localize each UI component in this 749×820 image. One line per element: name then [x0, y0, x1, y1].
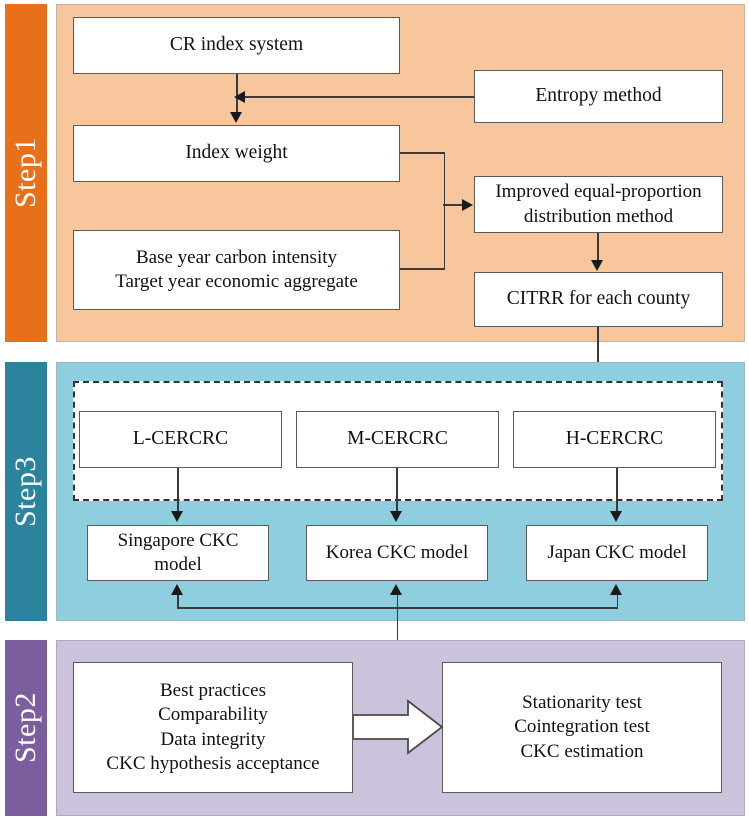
node-l-cercrc[interactable]: L-CERCRC [79, 411, 282, 468]
node-improved-equal-proportion[interactable]: Improved equal-proportion distribution m… [474, 176, 723, 233]
node-criteria-list-label: Best practices Comparability Data integr… [106, 679, 320, 774]
node-cr-index-system[interactable]: CR index system [73, 17, 400, 74]
node-h-cercrc-label: H-CERCRC [565, 428, 664, 450]
step3-label: Step3 [9, 456, 42, 527]
node-citrr-each-county[interactable]: CITRR for each county [474, 272, 723, 327]
node-entropy-method[interactable]: Entropy method [474, 70, 723, 123]
connector-l-to-singapore [177, 468, 179, 513]
node-korea-ckc-model-label: Korea CKC model [325, 541, 469, 563]
arrowhead-feedback-to-japan [610, 584, 622, 595]
node-h-cercrc[interactable]: H-CERCRC [513, 411, 716, 468]
step2-label: Step2 [9, 692, 42, 764]
node-korea-ckc-model[interactable]: Korea CKC model [306, 525, 488, 581]
arrowhead-merge-to-improved [462, 199, 473, 211]
step1-label-bar: Step1 [5, 4, 47, 342]
block-arrow-right-icon [353, 699, 443, 755]
step1-label: Step1 [9, 137, 42, 209]
arrowhead-l-to-singapore [171, 511, 183, 522]
node-entropy-method-label: Entropy method [535, 85, 662, 107]
node-l-cercrc-label: L-CERCRC [132, 428, 229, 450]
node-singapore-ckc-model[interactable]: Singapore CKC model [87, 525, 269, 581]
connector-merge-to-improved [443, 204, 463, 206]
node-singapore-ckc-model-label: Singapore CKC model [117, 529, 239, 575]
step2-label-bar: Step2 [5, 640, 47, 816]
node-cr-index-system-label: CR index system [169, 34, 304, 56]
arrowhead-cr-to-index-weight [230, 112, 242, 123]
node-tests-list-label: Stationarity test Cointegration test CKC… [514, 692, 650, 762]
node-base-year-inputs-label: Base year carbon intensity Target year e… [115, 246, 358, 292]
connector-h-to-japan [616, 468, 618, 513]
connector-base-year-out [400, 268, 445, 270]
connector-citrr-to-step3 [597, 327, 599, 373]
node-criteria-list[interactable]: Best practices Comparability Data integr… [73, 662, 353, 793]
node-japan-ckc-model[interactable]: Japan CKC model [526, 525, 708, 581]
step3-label-bar: Step3 [5, 362, 47, 621]
connector-feedback-right-riser [616, 595, 619, 608]
node-m-cercrc-label: M-CERCRC [347, 428, 448, 450]
connector-feedback-center-riser [396, 595, 399, 657]
arrowhead-m-to-korea [390, 511, 402, 522]
node-index-weight-label: Index weight [185, 142, 288, 164]
connector-index-weight-drop [443, 152, 446, 204]
arrowhead-improved-to-citrr [591, 260, 603, 271]
arrowhead-feedback-to-korea [390, 584, 402, 595]
connector-entropy-to-index-weight [245, 96, 474, 98]
node-citrr-each-county-label: CITRR for each county [506, 288, 691, 310]
node-index-weight[interactable]: Index weight [73, 125, 400, 182]
node-base-year-inputs[interactable]: Base year carbon intensity Target year e… [73, 230, 400, 310]
connector-improved-to-citrr [597, 233, 599, 262]
arrowhead-entropy-to-index-weight [234, 91, 245, 103]
connector-index-weight-out [400, 152, 445, 154]
node-improved-equal-proportion-label: Improved equal-proportion distribution m… [495, 181, 702, 227]
node-japan-ckc-model-label: Japan CKC model [547, 541, 687, 563]
node-tests-list[interactable]: Stationarity test Cointegration test CKC… [442, 662, 722, 793]
arrowhead-h-to-japan [610, 511, 622, 522]
node-m-cercrc[interactable]: M-CERCRC [296, 411, 499, 468]
arrowhead-feedback-to-singapore [171, 584, 183, 595]
connector-base-year-rise [443, 204, 446, 270]
connector-feedback-left-riser [177, 595, 179, 608]
connector-m-to-korea [396, 468, 398, 513]
